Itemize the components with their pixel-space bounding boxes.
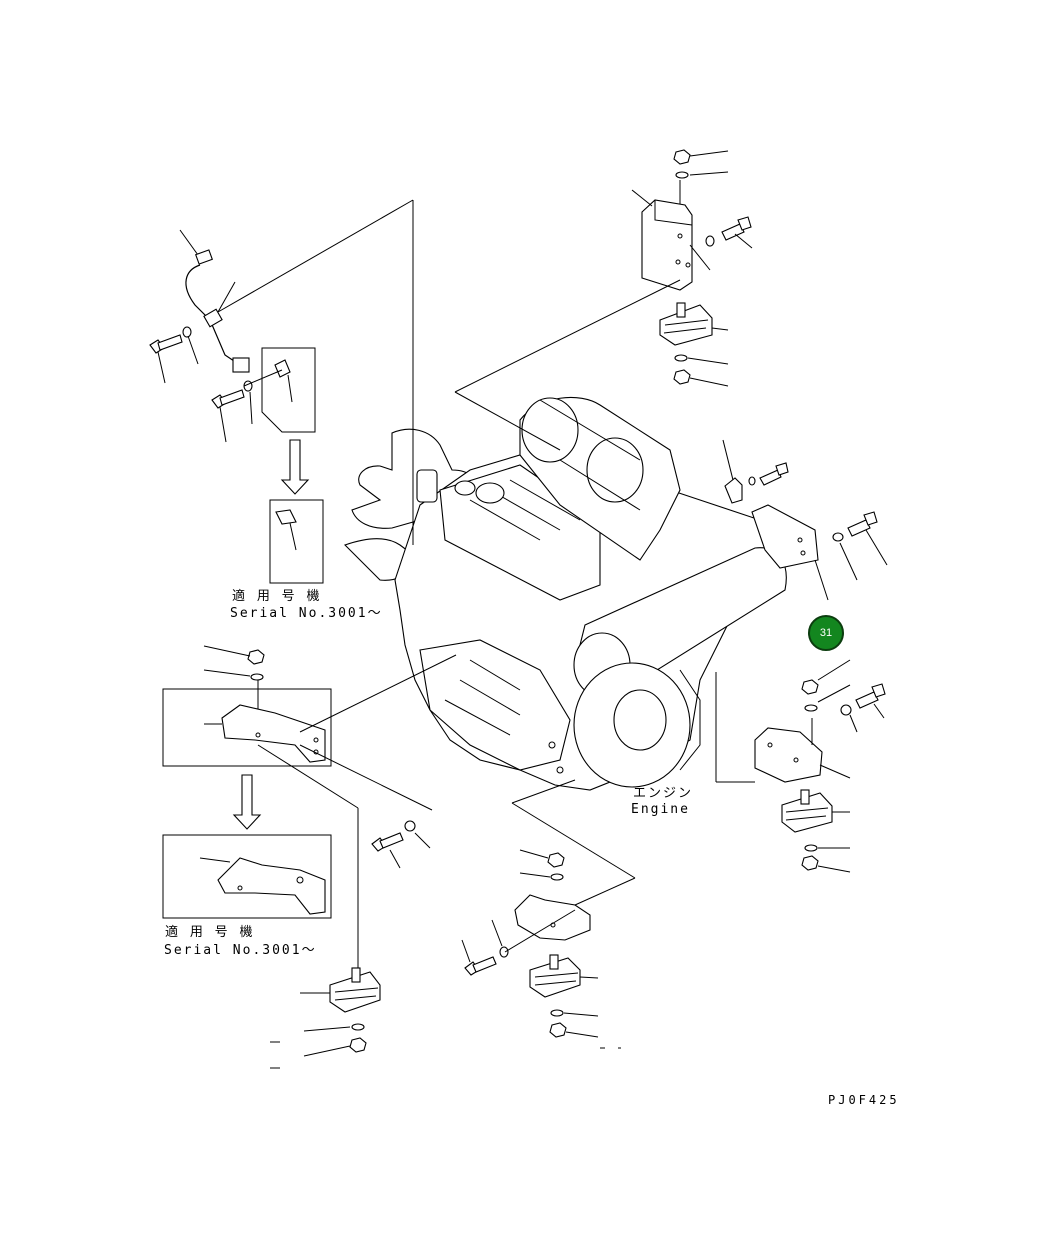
bolt-icon (855, 683, 886, 709)
engine-assembly (343, 396, 787, 791)
right-mount-group (715, 659, 886, 873)
engine-label: Engine (631, 802, 690, 817)
callout-number: 31 (819, 627, 833, 639)
serial-note-top: Serial No.3001～ (230, 606, 383, 621)
bolt-icon (847, 511, 878, 537)
serial-note-bottom: Serial No.3001～ (164, 943, 317, 958)
bolt-icon (464, 956, 497, 976)
nut-icon (547, 852, 565, 868)
nut-icon (673, 369, 691, 385)
nut-icon (247, 649, 265, 665)
nut-icon (801, 855, 819, 871)
part-callout-31[interactable]: 31 (808, 615, 844, 651)
bolt-icon (211, 389, 245, 409)
bolt-icon (759, 462, 789, 486)
rear-mount-bracket-group (454, 149, 753, 451)
bolt-icon (721, 216, 752, 241)
bolt-icon (149, 334, 183, 354)
front-mount-group (461, 779, 636, 1049)
drawing-code: PJ0F425 (828, 1093, 900, 1107)
serial-note-bottom-jp: 適 用 号 機 (165, 925, 255, 940)
nut-icon (549, 1022, 567, 1038)
nut-icon (801, 679, 819, 695)
muffler-bracket-group (722, 439, 888, 601)
nut-icon (349, 1037, 367, 1053)
engine-label-jp: エンジン (633, 786, 694, 801)
sensor-harness-group (149, 199, 414, 584)
left-mount-group (162, 645, 457, 1069)
bolt-icon (371, 832, 404, 852)
serial-note-top-jp: 適 用 号 機 (232, 589, 322, 604)
nut-icon (673, 149, 691, 165)
